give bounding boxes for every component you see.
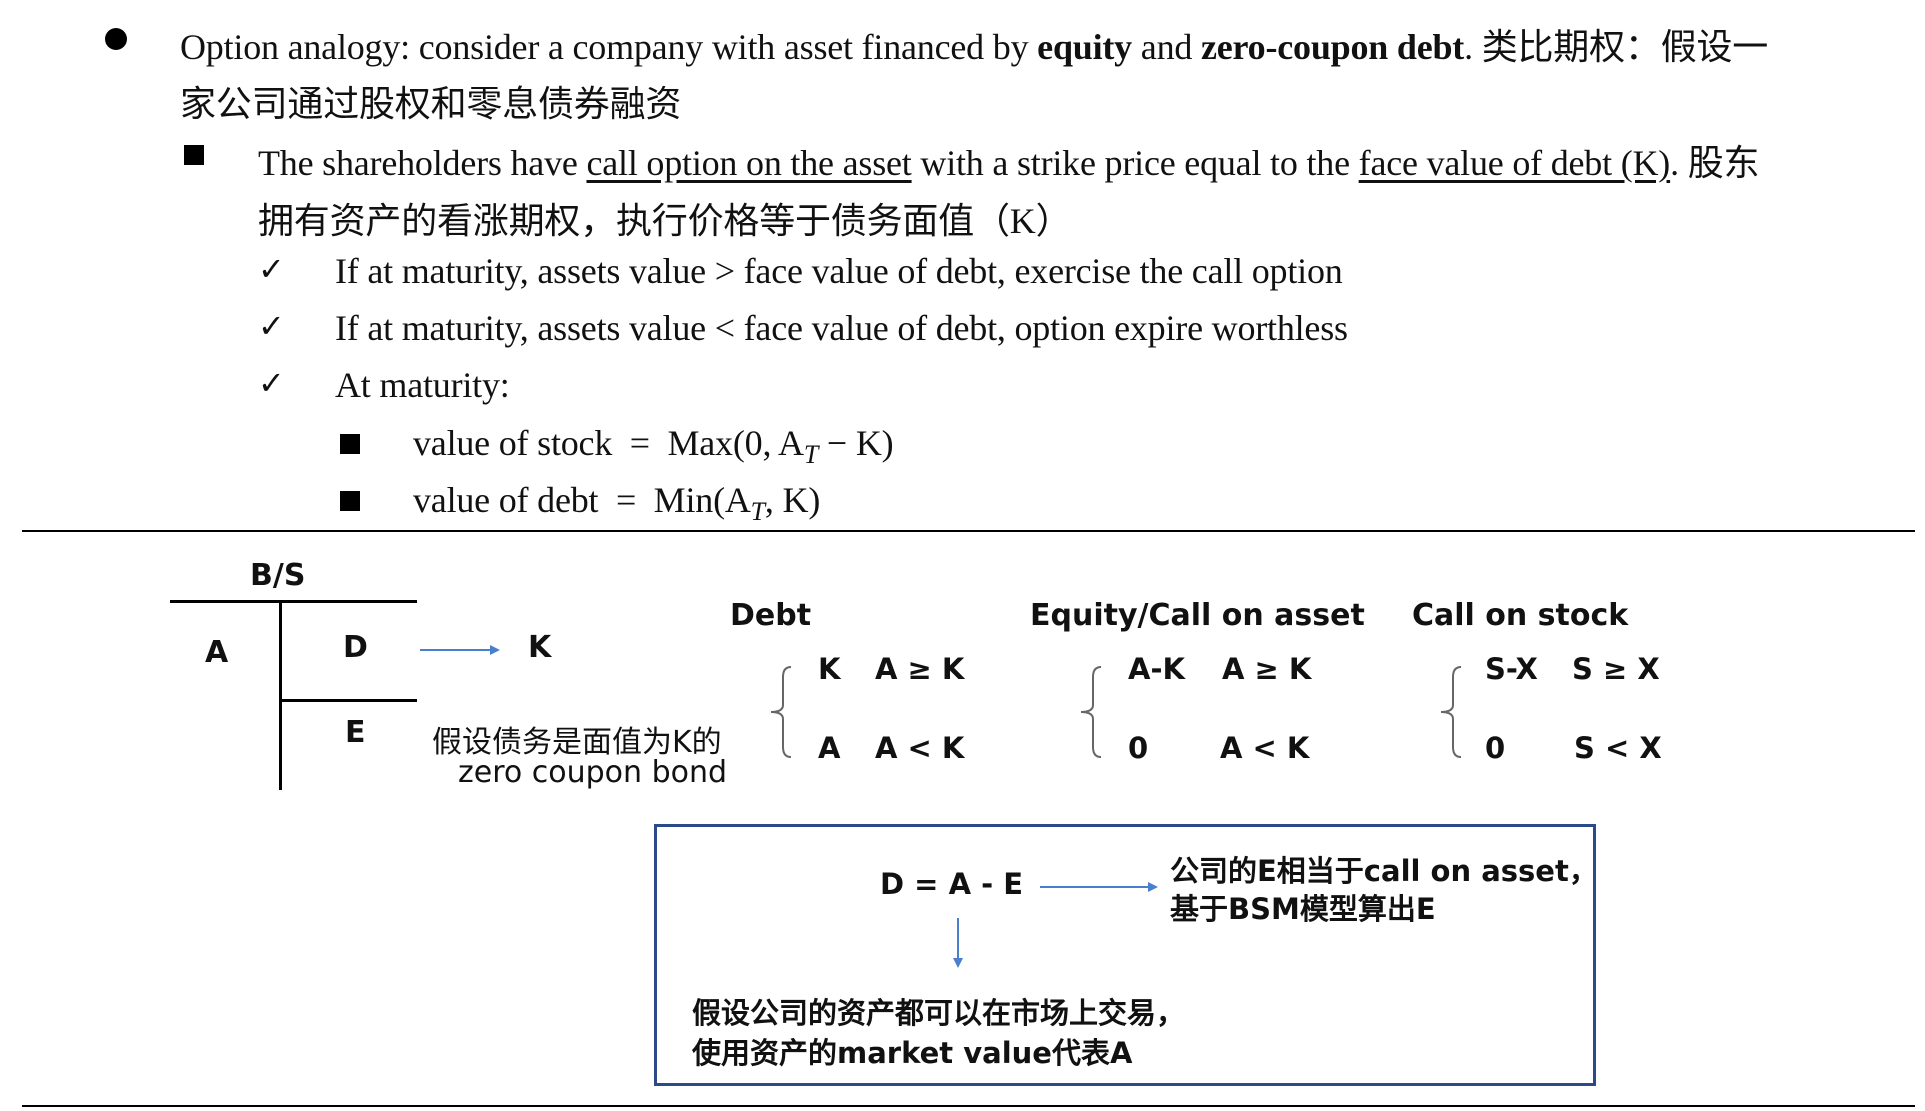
- payoff-stock-call-row2-value: 0: [1485, 731, 1506, 765]
- section-divider-bottom: [22, 1105, 1915, 1107]
- formula-debt: value of debt = Min(AT, K): [413, 480, 821, 527]
- left-brace-icon: [1080, 666, 1102, 758]
- bold-zero-coupon-debt: zero-coupon debt: [1200, 27, 1465, 67]
- payoff-equity-title: Equity/Call on asset: [1030, 598, 1365, 633]
- bs-arrow-target: K: [528, 630, 552, 665]
- payoff-equity-row1-value: A-K: [1128, 652, 1185, 686]
- formula-stock: value of stock = Max(0, AT − K): [413, 423, 894, 470]
- payoff-stock-call-title: Call on stock: [1412, 598, 1629, 633]
- underline-face-value: face value of debt (K): [1358, 143, 1671, 183]
- sub-bullet-line-1: The shareholders have call option on the…: [258, 143, 1760, 183]
- check-item-1: If at maturity, assets value > face valu…: [335, 251, 1343, 291]
- bs-mid-line: [281, 699, 417, 702]
- left-brace-icon: [1440, 666, 1462, 758]
- payoff-equity-row2-cond: A < K: [1220, 731, 1310, 765]
- payoff-debt-row2-cond: A < K: [875, 731, 965, 765]
- bs-note-line-1: 假设债务是面值为K的: [432, 725, 722, 760]
- arrow-right-icon: [420, 645, 500, 655]
- bs-assets: A: [205, 635, 229, 670]
- box-right-line-1: 公司的E相当于call on asset，: [1170, 854, 1598, 888]
- payoff-stock-call-row1-cond: S ≥ X: [1572, 652, 1660, 686]
- bs-top-line: [170, 600, 417, 603]
- bullet-square-icon: [340, 434, 360, 454]
- check-item-2: If at maturity, assets value < face valu…: [335, 308, 1348, 348]
- box-bottom-line-1: 假设公司的资产都可以在市场上交易，: [692, 996, 1186, 1030]
- bold-equity: equity: [1037, 27, 1132, 67]
- box-equation: D = A - E: [880, 867, 1024, 901]
- payoff-debt-row1-value: K: [818, 652, 841, 686]
- payoff-equity-row1-cond: A ≥ K: [1222, 652, 1312, 686]
- main-bullet-line-1: Option analogy: consider a company with …: [180, 27, 1769, 67]
- checkmark-icon: ✓: [258, 307, 285, 345]
- bs-vertical-line: [279, 600, 282, 790]
- bs-equity: E: [345, 715, 366, 750]
- main-bullet-line-2: 家公司通过股权和零息债券融资: [180, 84, 682, 124]
- payoff-stock-call-row2-cond: S < X: [1574, 731, 1662, 765]
- box-bottom-line-2: 使用资产的market value代表A: [692, 1036, 1133, 1070]
- payoff-debt-row2-value: A: [818, 731, 841, 765]
- box-right-line-2: 基于BSM模型算出E: [1170, 892, 1436, 926]
- payoff-debt-title: Debt: [730, 598, 812, 633]
- bs-note-line-2: zero coupon bond: [458, 755, 728, 790]
- payoff-equity-row2-value: 0: [1128, 731, 1149, 765]
- payoff-stock-call-row1-value: S-X: [1485, 652, 1538, 686]
- checkmark-icon: ✓: [258, 250, 285, 288]
- bullet-dot-icon: [105, 28, 127, 50]
- bullet-square-icon: [340, 491, 360, 511]
- bullet-square-icon: [184, 145, 204, 165]
- check-item-3: At maturity:: [335, 365, 510, 405]
- bs-title: B/S: [250, 558, 306, 593]
- payoff-debt-row1-cond: A ≥ K: [875, 652, 965, 686]
- sub-bullet-line-2: 拥有资产的看涨期权，执行价格等于债务面值（K）: [258, 201, 1072, 241]
- left-brace-icon: [770, 666, 792, 758]
- arrow-right-icon: [1040, 882, 1158, 892]
- checkmark-icon: ✓: [258, 364, 285, 402]
- bs-debt: D: [343, 630, 368, 665]
- section-divider-top: [22, 530, 1915, 532]
- arrow-down-icon: [953, 918, 963, 968]
- underline-call-option: call option on the asset: [586, 143, 912, 183]
- explanation-box: [654, 824, 1596, 1086]
